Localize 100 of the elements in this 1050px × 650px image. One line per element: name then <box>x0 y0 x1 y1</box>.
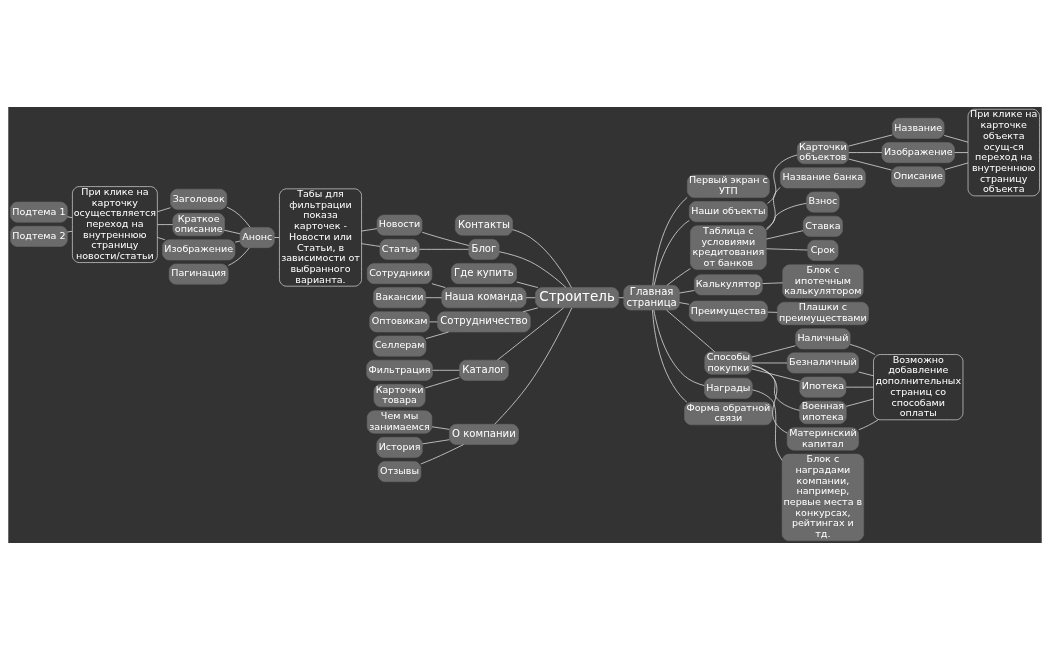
node-box: Название <box>892 117 945 139</box>
node-box: О компании <box>449 424 519 445</box>
connector <box>751 368 801 382</box>
node-box: Отзывы <box>377 461 422 482</box>
node-box: Изображение <box>162 239 236 261</box>
node-box: Срок <box>807 240 839 261</box>
connector <box>67 230 73 233</box>
node-box: Название банка <box>780 167 866 189</box>
node-box: Фильтрация <box>366 359 433 381</box>
connector <box>361 228 378 232</box>
node-box: Табы для фильтрации показа карточек - Новости или Статьи, в зависимости от выбранного варианта. <box>279 188 362 287</box>
node-box: Главная страница <box>623 285 680 311</box>
node-box: Статьи <box>379 238 420 260</box>
node-box: Карточки товара <box>373 384 426 408</box>
node-box: Подтема 2 <box>10 226 68 247</box>
connector <box>762 282 783 284</box>
connector <box>431 283 446 288</box>
connector <box>767 154 798 204</box>
node-box: Преимущества <box>689 300 768 322</box>
node-box: При клике на карточку осуществляется переход на внутреннюю страницу новости/статьи <box>72 186 158 263</box>
connector <box>431 426 450 430</box>
node-box: Подтема 1 <box>10 201 68 223</box>
connector <box>498 251 567 288</box>
connector <box>845 398 874 407</box>
connector <box>766 230 804 240</box>
connector <box>421 231 470 246</box>
node-box: Взнос <box>806 191 840 213</box>
connector <box>226 206 251 228</box>
connector <box>525 297 536 299</box>
node-box: Наличный <box>795 328 851 350</box>
node-box: Плашки с преимуществами <box>777 301 869 325</box>
connector <box>432 369 460 371</box>
connector <box>653 220 690 286</box>
connector <box>652 309 688 403</box>
node-box: Краткое описание <box>172 213 225 237</box>
node-box: Блок с наградами компании, например, первые места в конкурсах, рейтингах и тд. <box>781 453 864 542</box>
connector <box>751 345 796 358</box>
connector <box>618 297 625 299</box>
connector <box>157 207 171 213</box>
node-box: История <box>376 436 423 458</box>
node-box: Карточки объектов <box>797 141 849 165</box>
connector <box>766 248 808 251</box>
connector <box>751 364 788 434</box>
connector <box>420 444 464 465</box>
node-box: Изображение <box>881 142 955 163</box>
node-box: Анонс <box>239 227 275 248</box>
node-box: Новости <box>376 214 423 236</box>
node-box: Военная ипотека <box>799 400 847 424</box>
node-box: Где купить <box>451 263 517 284</box>
node-box: Блок с ипотечным калькулятором <box>782 264 864 299</box>
connector <box>767 311 778 313</box>
connector <box>858 371 874 377</box>
node-box: Оптовикам <box>369 311 430 333</box>
connector <box>858 419 879 431</box>
connector <box>752 389 783 461</box>
connector <box>954 152 969 153</box>
connector <box>679 290 695 294</box>
connector <box>234 240 241 243</box>
connector <box>766 203 807 229</box>
node-box: Форма обратной связи <box>684 402 773 426</box>
connector <box>848 158 892 171</box>
node-box: Сотрудничество <box>437 311 531 333</box>
connector <box>943 135 969 143</box>
node-box: Материнский капитал <box>786 427 859 451</box>
node-box: Способы покупки <box>704 351 753 375</box>
connector <box>361 243 381 247</box>
node-box: Таблица с условиями кредитования от банков <box>690 225 767 270</box>
connector <box>494 307 573 425</box>
connector <box>274 237 280 238</box>
connector <box>751 365 800 411</box>
connector <box>849 344 876 355</box>
connector <box>848 152 883 153</box>
connector <box>653 309 705 386</box>
connector <box>751 362 788 364</box>
node-box: Возможно добавление дополнительных страниц со способами оплаты <box>873 354 964 421</box>
connector <box>422 439 450 445</box>
connector <box>516 281 539 288</box>
node-box: При клике на карточке объекта осущ-ся переход на внутреннюю страницу объекта <box>967 108 1040 197</box>
connector <box>425 297 443 299</box>
node-box: Ипотека <box>799 376 847 398</box>
node-box: Чем мы занимаемся <box>366 410 433 434</box>
node-box: Заголовок <box>170 188 228 210</box>
connector <box>224 229 241 235</box>
node-box: Наша команда <box>441 287 527 309</box>
connector <box>845 386 874 388</box>
node-box: Каталог <box>459 359 509 381</box>
connector <box>419 248 469 250</box>
connector <box>424 377 460 389</box>
connector <box>228 247 250 266</box>
connector <box>944 162 969 170</box>
connector <box>157 237 166 241</box>
node-box: Награды <box>704 377 753 399</box>
connector <box>512 229 572 288</box>
connector <box>522 307 539 313</box>
connector <box>425 331 449 339</box>
node-box: Описание <box>891 166 946 188</box>
connector <box>679 302 690 305</box>
connector <box>666 268 691 286</box>
node-box: Строитель <box>535 287 619 309</box>
connector <box>766 187 781 231</box>
